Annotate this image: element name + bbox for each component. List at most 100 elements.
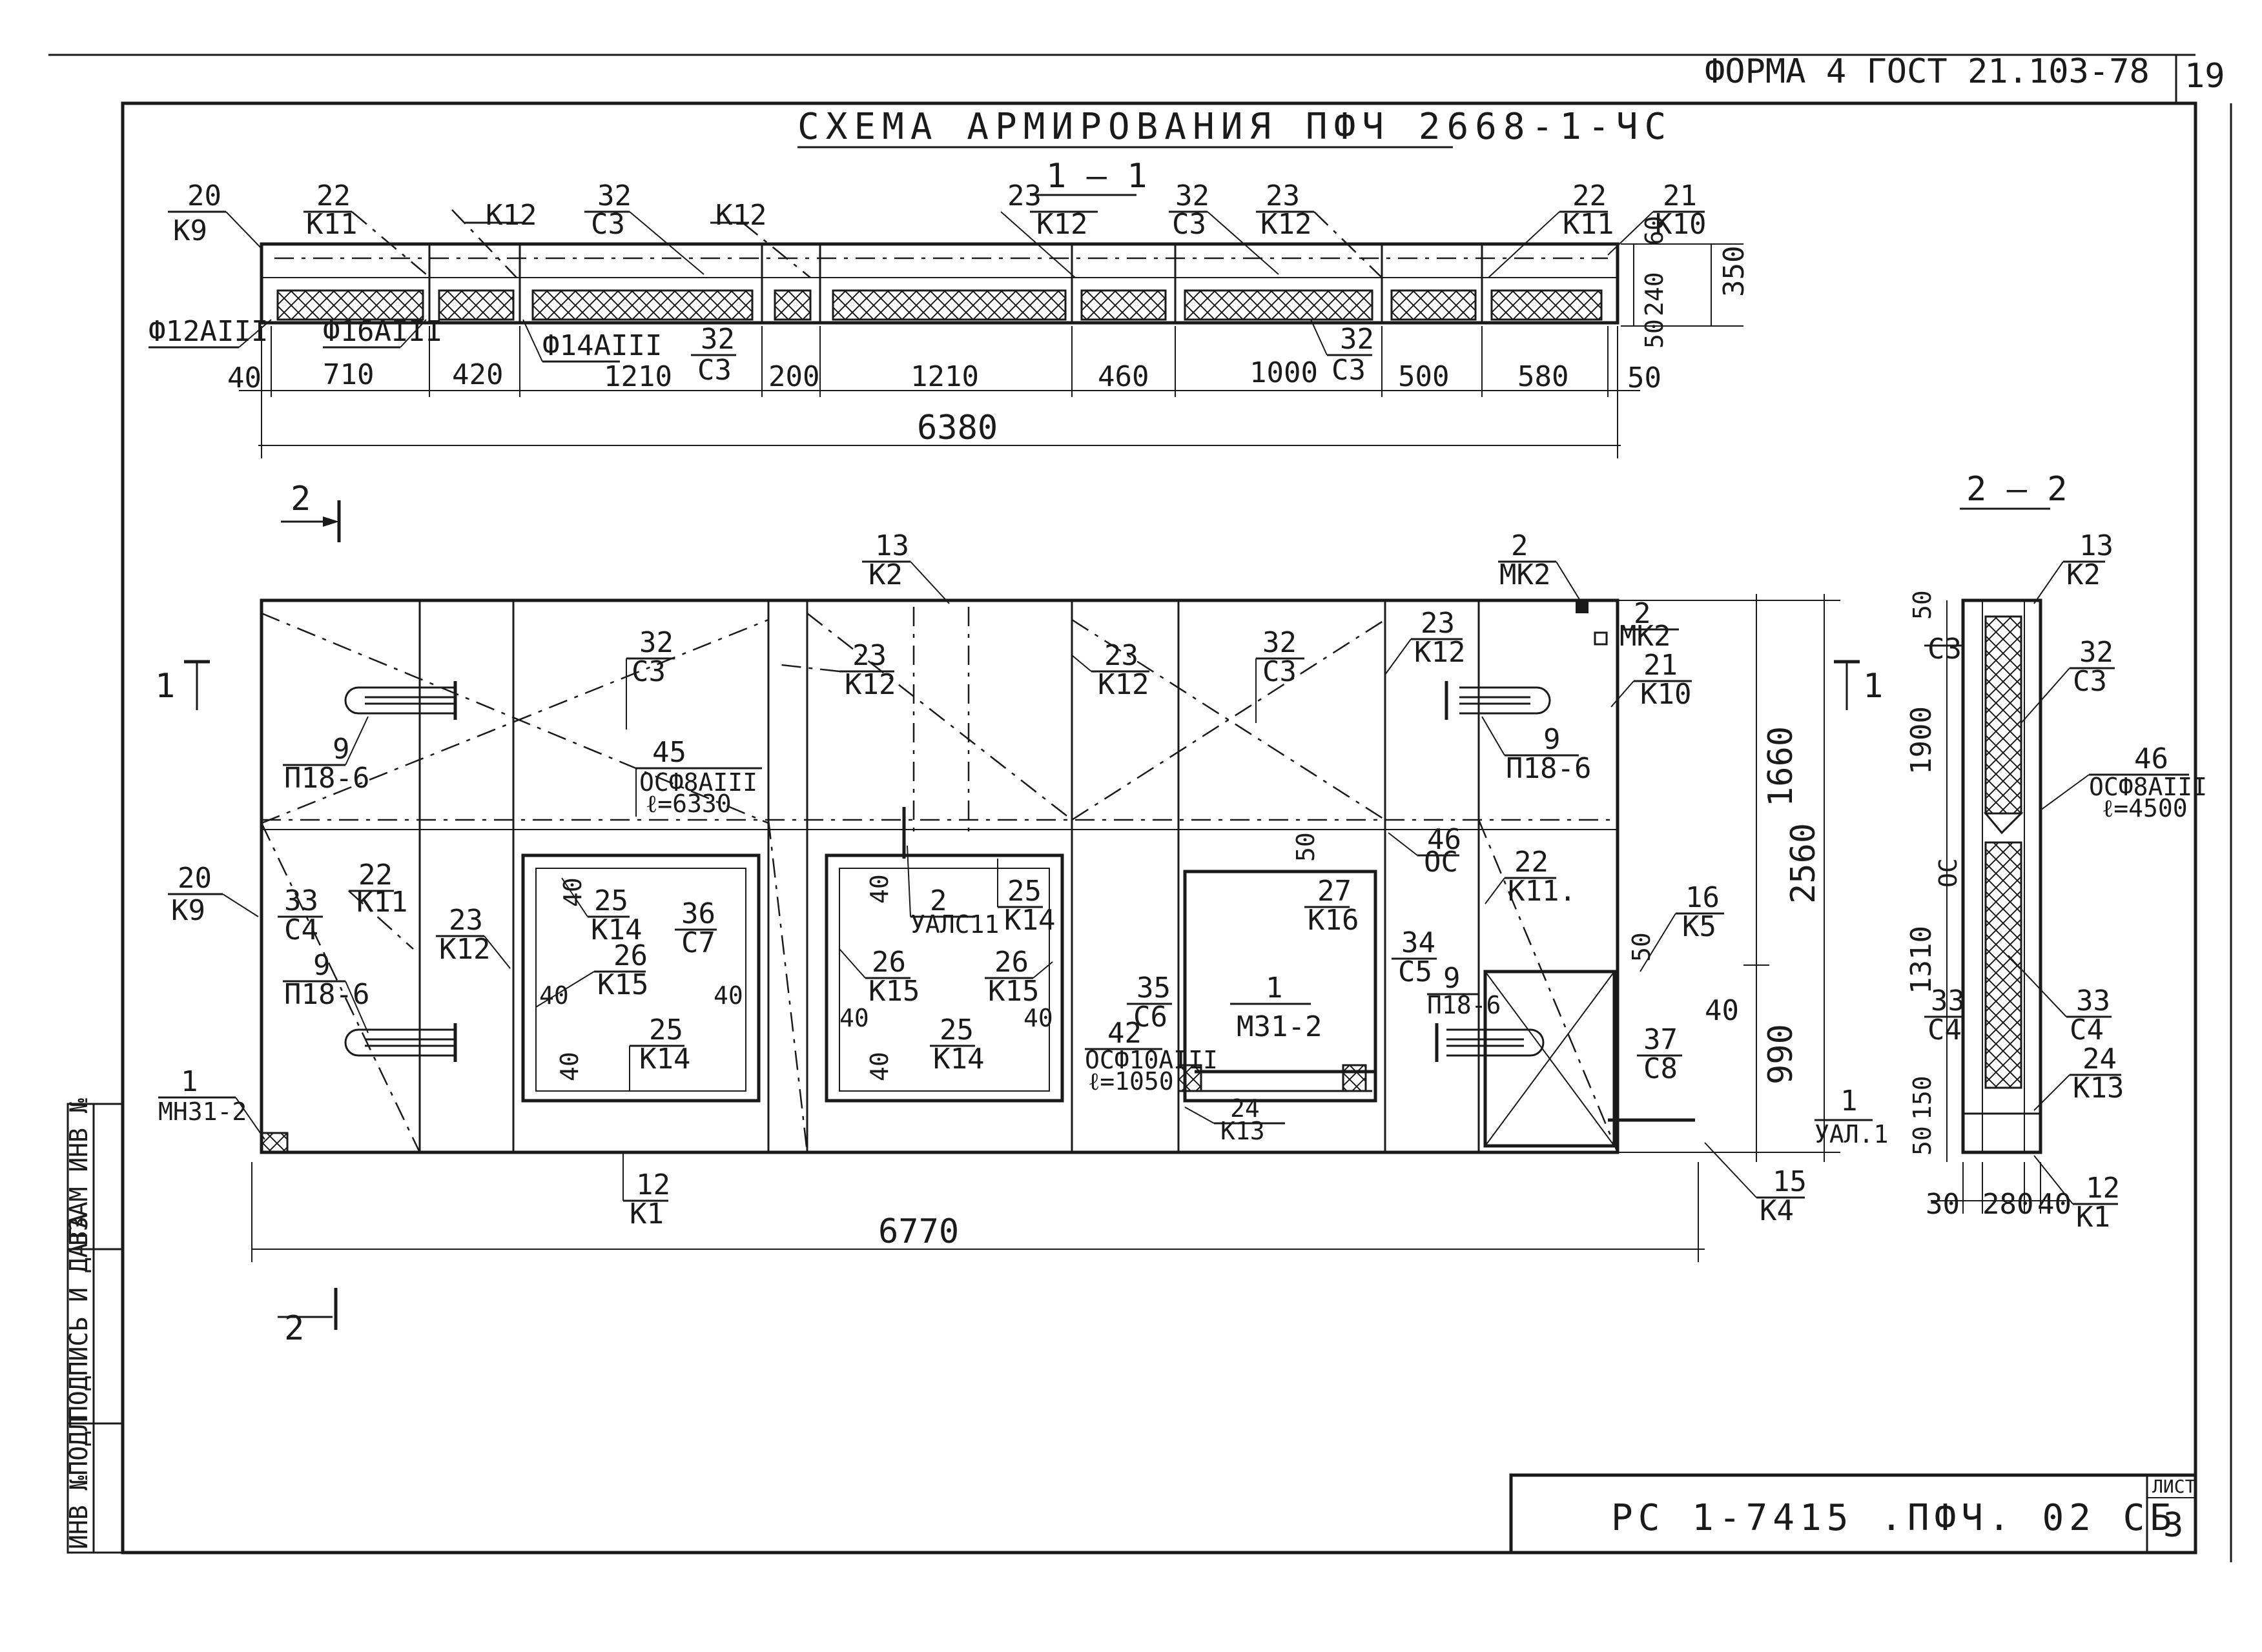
- callout: К16: [1308, 904, 1359, 937]
- callout: ℓ=6330: [646, 790, 732, 818]
- callout: П18-6: [1427, 991, 1501, 1019]
- callout: 2: [930, 884, 947, 917]
- callout: К15: [869, 975, 920, 1008]
- callout: С4: [284, 913, 318, 946]
- callout: 34: [1401, 926, 1435, 959]
- sheet-number: 3: [2163, 1506, 2183, 1545]
- callout: К5: [1682, 910, 1716, 943]
- callout: 23: [449, 904, 483, 937]
- dimension: 60: [1640, 216, 1669, 245]
- stamp-label: ПОДПИСЬ И ДАТА: [65, 1214, 93, 1420]
- dimension: 500: [1398, 360, 1449, 393]
- embedded-plate: [1342, 1064, 1367, 1092]
- elevation-dims-right: 1660 990 2560: [1618, 594, 1840, 1162]
- dimension: 240: [1640, 272, 1669, 316]
- sheet-label: ЛИСТ: [2152, 1476, 2196, 1497]
- callout: С3: [1262, 655, 1297, 688]
- callout: 22: [316, 179, 351, 212]
- callout: 9: [1543, 723, 1561, 756]
- callout: 32: [639, 626, 673, 659]
- callout: 23: [1007, 179, 1042, 212]
- section-2-2: 2 — 2 13 К2 32 С3 С3 46 ОСФ8АIII ℓ=4500 …: [1905, 470, 2207, 1234]
- callout: С3: [697, 354, 732, 387]
- dimension: 710: [323, 358, 374, 391]
- callout: К12: [1260, 208, 1311, 241]
- insulation-block: [1080, 289, 1167, 321]
- callout: С8: [1643, 1052, 1678, 1085]
- callout: 12: [636, 1168, 670, 1201]
- callout: 46: [1427, 823, 1461, 856]
- callout: К10: [1655, 208, 1706, 241]
- callout: К11: [1563, 208, 1614, 241]
- callout: 46: [2134, 742, 2168, 775]
- dimension: 40: [865, 874, 894, 904]
- callout: 25: [649, 1014, 683, 1046]
- dimension: 40: [2037, 1188, 2072, 1221]
- callout: 26: [994, 946, 1029, 979]
- dimension: 280: [1982, 1188, 2033, 1221]
- dimension: 50: [1908, 1126, 1937, 1156]
- window-opening: [825, 853, 1064, 1103]
- callout: 21: [1663, 179, 1697, 212]
- callout: С3: [591, 208, 625, 241]
- dimension: 420: [452, 358, 503, 391]
- callout: К9: [171, 894, 205, 927]
- door-block: [1483, 970, 1616, 1148]
- callout: К12: [486, 199, 537, 232]
- dimension: 40: [1705, 994, 1739, 1027]
- section-mark: 2: [291, 480, 311, 518]
- callout: УАЛС11: [910, 910, 999, 939]
- dimension: 580: [1517, 360, 1568, 393]
- dimension: 40: [1023, 1004, 1053, 1032]
- callout: 15: [1773, 1165, 1807, 1198]
- callout: К12: [715, 199, 766, 232]
- callout: 22: [358, 859, 393, 892]
- overall-dimension: 6380: [917, 409, 998, 447]
- callout: 9: [1443, 962, 1461, 995]
- rebar-label: Ф14АIII: [542, 329, 662, 362]
- form-standard-label: ФОРМА 4 ГОСТ 21.103-78: [1705, 52, 2150, 91]
- callout: 23: [1104, 639, 1138, 672]
- opening-dims: 40 40 40 40 40 40 40 40 50 50 40: [539, 832, 1739, 1081]
- callout: К14: [1004, 904, 1055, 937]
- callout: 22: [1572, 179, 1607, 212]
- callout: 26: [613, 939, 648, 972]
- insulation-block: [774, 289, 812, 321]
- callout: 2: [1634, 597, 1651, 630]
- callout: П18-6: [1506, 752, 1591, 785]
- callout: 13: [875, 529, 909, 562]
- callout: К4: [1760, 1194, 1794, 1227]
- callout: 21: [1643, 649, 1678, 682]
- callout: 35: [1136, 972, 1171, 1004]
- callout: 1: [181, 1065, 198, 1098]
- callout: 37: [1643, 1023, 1678, 1056]
- callout: 16: [1685, 881, 1720, 914]
- callout: С4: [2070, 1014, 2104, 1046]
- dimension: 1210: [910, 360, 979, 393]
- dimension: 460: [1098, 360, 1149, 393]
- callout: С4: [1928, 1014, 1962, 1046]
- callout: К2: [869, 558, 903, 591]
- callout: ОС: [1934, 858, 1962, 888]
- callout: 27: [1317, 875, 1352, 908]
- dimension: 350: [1718, 246, 1751, 297]
- dimension: 40: [865, 1052, 894, 1081]
- callout: К13: [2073, 1072, 2124, 1105]
- callout: К12: [1414, 636, 1465, 669]
- insulation-block: [1984, 615, 2022, 815]
- callout: К11: [356, 886, 407, 919]
- insulation-block: [276, 289, 424, 321]
- callout: МЗ1-2: [1237, 1010, 1322, 1043]
- insulation-block: [438, 289, 515, 321]
- dimension: 40: [539, 981, 569, 1010]
- callout: К12: [845, 668, 896, 701]
- embedded-plate: [1594, 631, 1608, 646]
- dimension: 50: [1640, 319, 1669, 349]
- callout: К9: [173, 214, 207, 247]
- embedded-plate: [260, 1132, 289, 1154]
- stamp-label: ИНВ №ПОДЛ: [65, 1416, 93, 1549]
- callout: 32: [1262, 626, 1297, 659]
- page-number: 19: [2185, 57, 2225, 96]
- window-opening: [521, 853, 761, 1103]
- callout: ОСФ10АIII: [1085, 1046, 1218, 1074]
